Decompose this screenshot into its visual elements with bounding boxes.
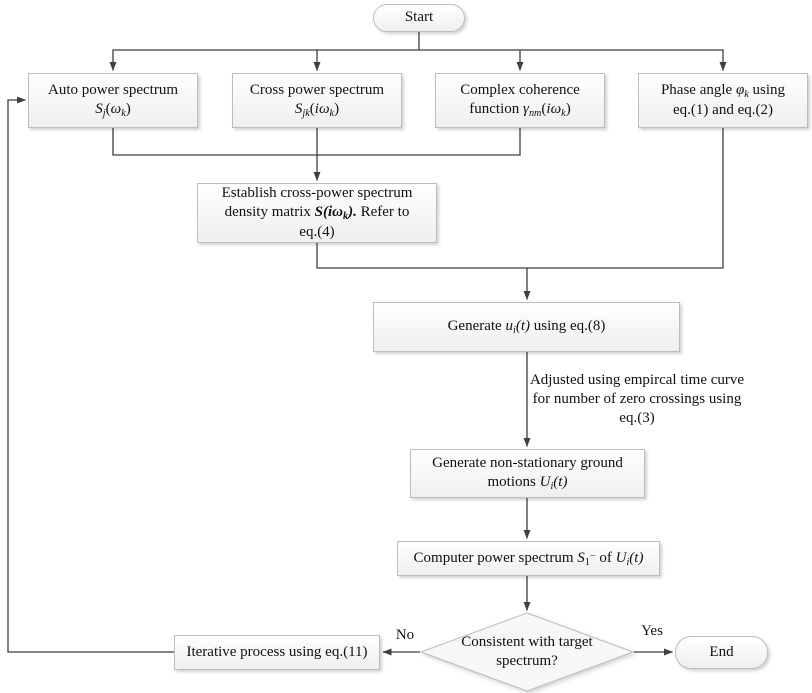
compute-power-spectrum-box: Computer power spectrum S1− of Ui(t) <box>397 541 660 576</box>
end-node: End <box>675 636 768 669</box>
edge-feedback-loop <box>7 96 174 653</box>
adjust-annotation: Adjusted using empircal time curve for n… <box>529 372 745 427</box>
start-node: Start <box>373 4 465 32</box>
generate-u-box: Generate ui(t) using eq.(8) <box>373 302 680 352</box>
iterative-process-box: Iterative process using eq.(11) <box>174 635 380 670</box>
decision-diamond-shape <box>419 612 635 692</box>
no-branch-label: No <box>395 627 415 643</box>
yes-branch-label: Yes <box>641 623 663 639</box>
